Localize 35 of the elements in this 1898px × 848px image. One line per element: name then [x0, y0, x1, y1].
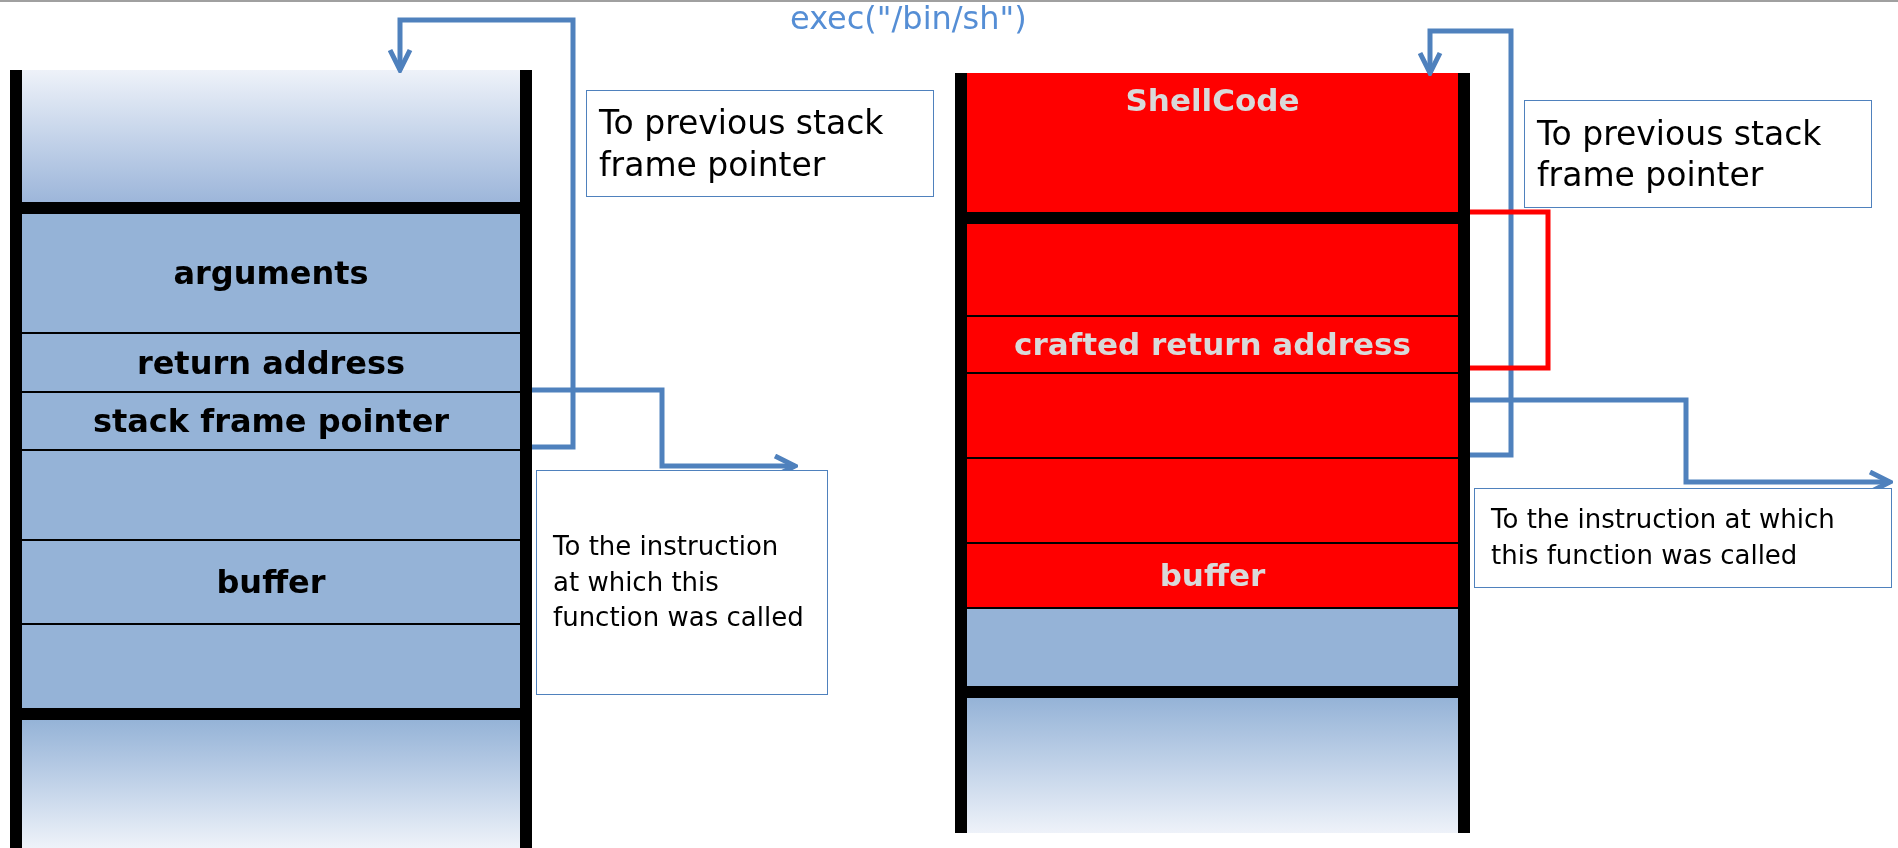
stack-slot — [955, 317, 1470, 374]
callout-text: To the instruction at which this function was called — [553, 529, 805, 635]
arrow — [1417, 28, 1514, 458]
stack-slot — [10, 393, 532, 451]
stack-slot — [10, 70, 532, 214]
slot-label: arguments — [173, 253, 369, 294]
slot-label: buffer — [216, 562, 326, 603]
code-label: exec("/bin/sh") — [790, 2, 1027, 34]
slot-label: crafted return address — [1014, 325, 1411, 365]
stack-slot — [955, 698, 1470, 833]
stack-slot — [10, 451, 532, 541]
slot-label: stack frame pointer — [92, 401, 450, 442]
stack-slot — [10, 214, 532, 334]
stack-slot — [955, 459, 1470, 544]
stack-slot — [10, 720, 532, 848]
stack-slot — [955, 73, 1470, 224]
slot-label: ShellCode — [1125, 81, 1300, 120]
callout-text: To previous stack frame pointer — [599, 102, 885, 185]
stack-slot — [955, 224, 1470, 317]
slot-label: return address — [136, 342, 406, 384]
stack-slot — [10, 625, 532, 720]
callout-text: To previous stack frame pointer — [1537, 112, 1823, 196]
stack-slot — [10, 334, 532, 393]
callout-box — [586, 90, 934, 197]
callout-box — [536, 470, 828, 695]
slot-label: buffer — [1159, 556, 1266, 596]
stack-slot — [955, 374, 1470, 459]
callout-box — [1524, 100, 1872, 208]
arrow — [387, 17, 576, 450]
callout-box — [1474, 488, 1892, 588]
stack-slot — [955, 609, 1470, 698]
callout-text: To the instruction at which this function was called — [1491, 503, 1836, 572]
stack-slot — [10, 541, 532, 625]
connector-line — [1470, 209, 1551, 371]
stack-slot — [955, 544, 1470, 609]
